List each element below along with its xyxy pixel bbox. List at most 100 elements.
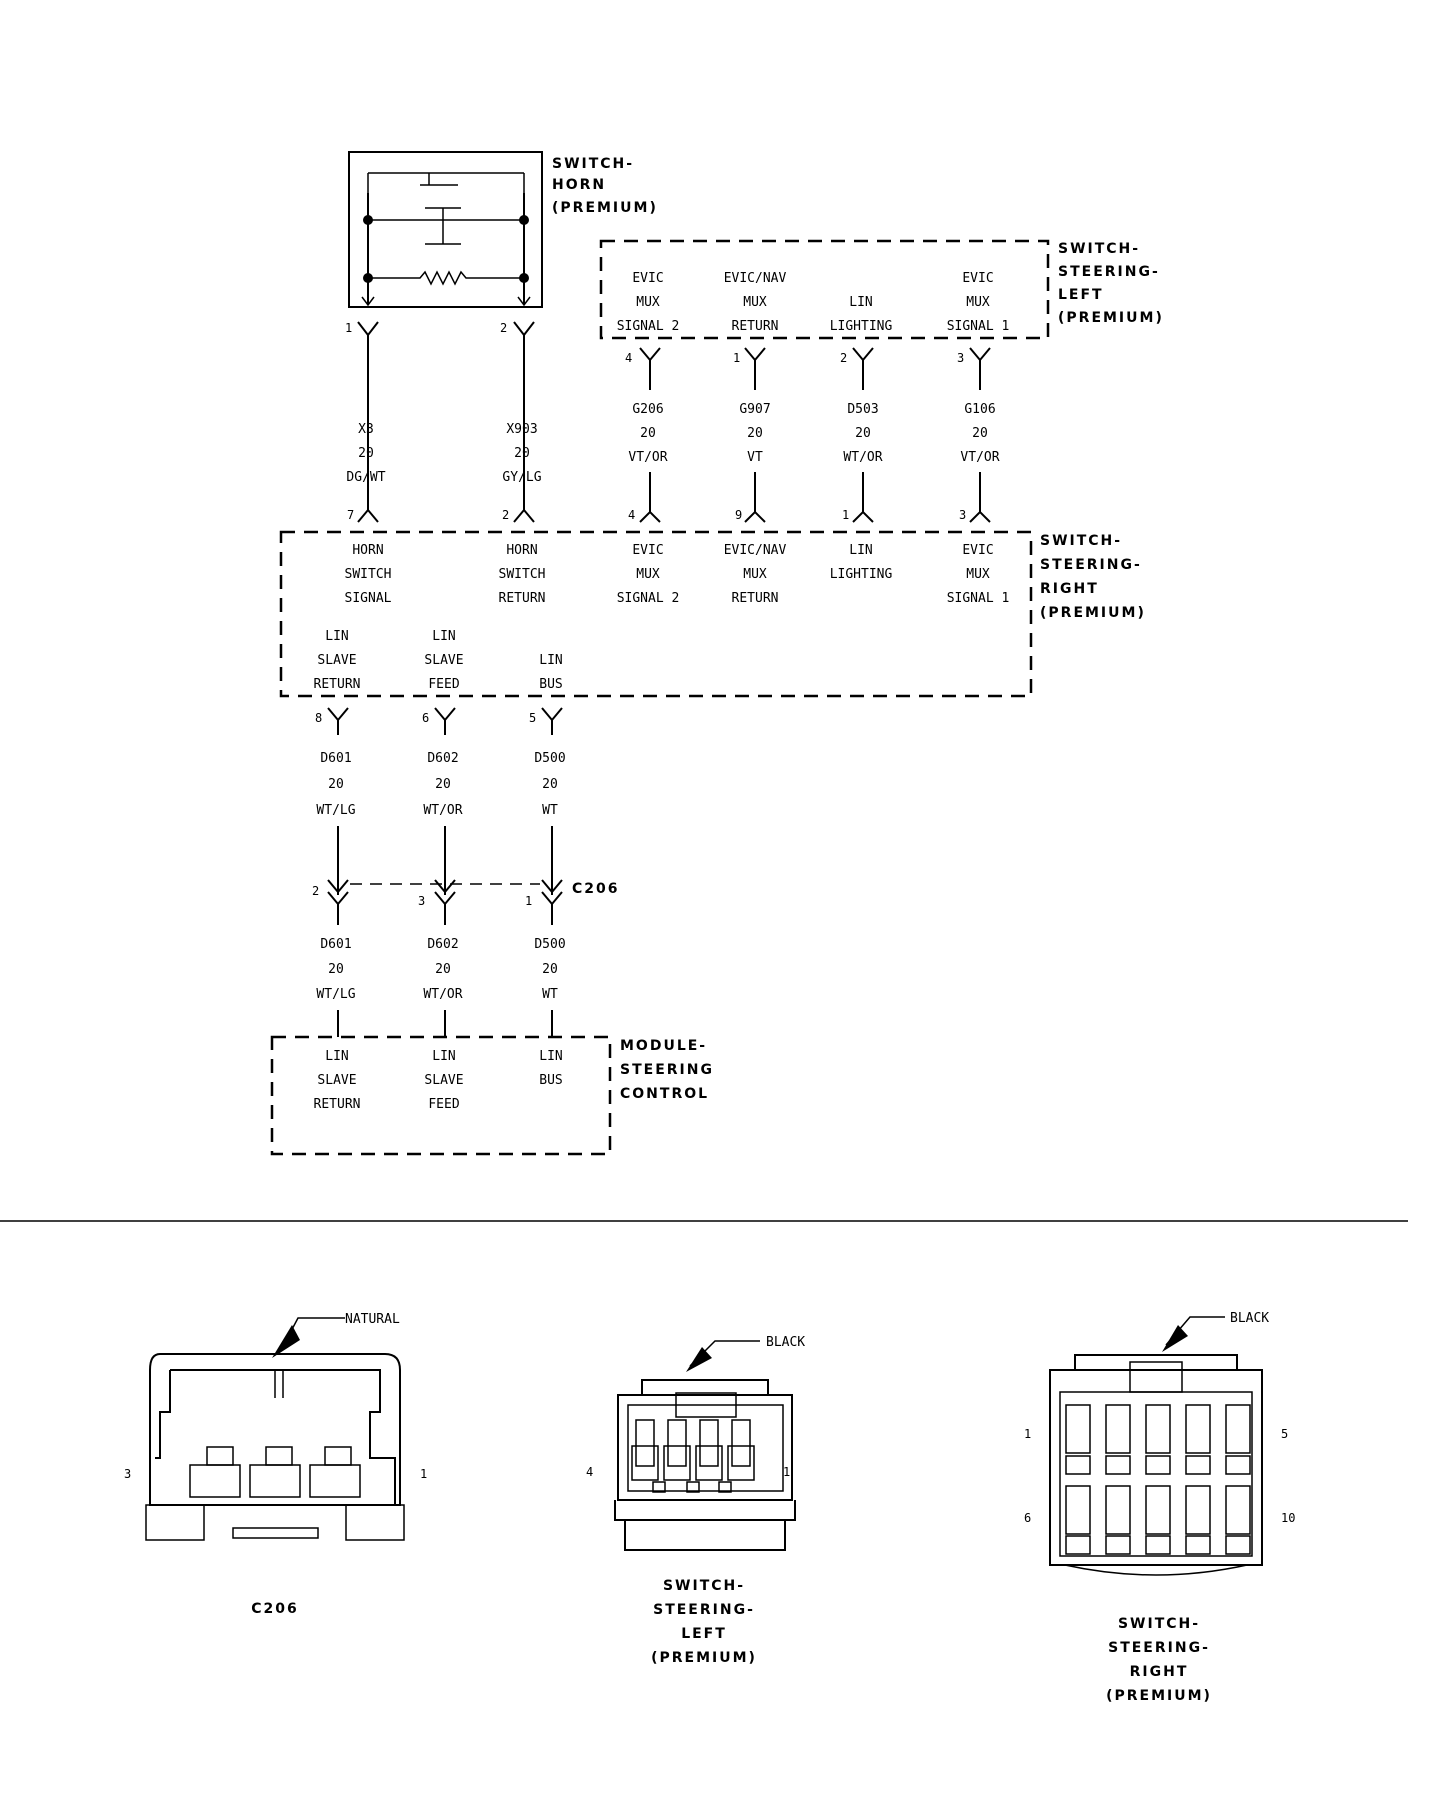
c206-view-pin-left: 3	[124, 1467, 131, 1481]
left-label-1b: MUX	[636, 295, 660, 310]
horn-wires: 1 2 X3 20 DG/WT X903 20 GY/LG	[345, 321, 542, 523]
right-top-3a: EVIC	[632, 543, 663, 558]
right-bot-3b: BUS	[539, 677, 562, 692]
left-label-4a: EVIC	[962, 271, 993, 286]
module-label-1c: RETURN	[314, 1097, 361, 1112]
right-conn-title-3: RIGHT	[1130, 1664, 1189, 1680]
wire-d503-color: WT/OR	[843, 450, 882, 465]
left-switch-name-3: LEFT	[1058, 287, 1104, 303]
left-pin-1: 1	[733, 351, 740, 365]
right-pin-3: 3	[959, 508, 966, 522]
wire-g106-color: VT/OR	[960, 450, 999, 465]
wire-x903-id: X903	[506, 422, 537, 437]
module-name-1: MODULE-	[620, 1038, 707, 1054]
right-top-1c: SIGNAL	[345, 591, 392, 606]
module-name-3: CONTROL	[620, 1086, 709, 1102]
steering-wires: 4 1 2 3 G206 20 VT/OR G907 20 VT D503 20…	[625, 347, 1000, 523]
wire-d500-color-lower: WT	[542, 987, 558, 1002]
c206-pin-1: 1	[525, 894, 532, 908]
left-switch-name-4: (PREMIUM)	[1058, 310, 1164, 326]
c206-label: C206	[572, 881, 620, 897]
right-top-3b: MUX	[636, 567, 660, 582]
wire-g206-gauge: 20	[640, 426, 656, 441]
right-bot-2b: SLAVE	[424, 653, 463, 668]
left-label-1c: SIGNAL 2	[617, 319, 680, 334]
wire-d503-gauge: 20	[855, 426, 871, 441]
right-bot-3a: LIN	[539, 653, 562, 668]
right-pin-2: 2	[502, 508, 509, 522]
left-conn-title-2: STEERING-	[653, 1602, 755, 1618]
right-conn-pin-1: 1	[1024, 1427, 1031, 1441]
right-conn-pin-6: 6	[1024, 1511, 1031, 1525]
wire-d601-id-lower: D601	[320, 937, 351, 952]
horn-switch-name-1: SWITCH-	[552, 156, 634, 172]
module-label-2a: LIN	[432, 1049, 455, 1064]
right-pin-8: 8	[315, 711, 322, 725]
wire-x3-color: DG/WT	[346, 470, 385, 485]
right-top-6a: EVIC	[962, 543, 993, 558]
horn-pin-2: 2	[500, 321, 507, 335]
left-label-2b: MUX	[743, 295, 767, 310]
module-label-3b: BUS	[539, 1073, 562, 1088]
left-label-2a: EVIC/NAV	[724, 271, 787, 286]
right-pin-9: 9	[735, 508, 742, 522]
wire-x3-gauge: 20	[358, 446, 374, 461]
left-label-3c: LIGHTING	[830, 319, 893, 334]
horn-pin-1: 1	[345, 321, 352, 335]
left-pin-4: 4	[625, 351, 632, 365]
c206-connector: 2 3 1 C206 D601 20 WT/LG D602 20 WT/OR D…	[312, 879, 620, 1037]
right-bot-1a: LIN	[325, 629, 348, 644]
right-pin-5: 5	[529, 711, 536, 725]
right-conn-pin-5: 5	[1281, 1427, 1288, 1441]
wire-d601-id: D601	[320, 751, 351, 766]
wire-d601-color-lower: WT/LG	[316, 987, 355, 1002]
wire-x903-gauge: 20	[514, 446, 530, 461]
right-top-6c: SIGNAL 1	[947, 591, 1010, 606]
module-label-1a: LIN	[325, 1049, 348, 1064]
wire-x3-id: X3	[358, 422, 374, 437]
wire-d601-gauge: 20	[328, 777, 344, 792]
horn-switch: SWITCH- HORN (PREMIUM)	[348, 151, 658, 308]
right-conn-title-4: (PREMIUM)	[1106, 1688, 1212, 1704]
c206-view-pin-right: 1	[420, 1467, 427, 1481]
right-switch-name-2: STEERING-	[1040, 557, 1142, 573]
right-top-3c: SIGNAL 2	[617, 591, 680, 606]
right-pin-4: 4	[628, 508, 635, 522]
horn-switch-name-2: HORN	[552, 177, 606, 193]
right-top-5b: LIGHTING	[830, 567, 893, 582]
right-switch-name-3: RIGHT	[1040, 581, 1099, 597]
c206-color: NATURAL	[345, 1312, 400, 1327]
wire-d601-color: WT/LG	[316, 803, 355, 818]
left-label-2c: RETURN	[732, 319, 779, 334]
left-conn-title-4: (PREMIUM)	[651, 1650, 757, 1666]
wire-d602-id-lower: D602	[427, 937, 458, 952]
left-pin-3: 3	[957, 351, 964, 365]
lin-wires-upper: 8 6 5 D601 20 WT/LG D602 20 WT/OR D500 2…	[315, 707, 566, 895]
left-label-4b: MUX	[966, 295, 990, 310]
right-switch-connector-view: BLACK 1 5 6 10 SWITCH- STEERING- RIGHT (…	[1024, 1311, 1295, 1704]
wire-d602-color: WT/OR	[423, 803, 462, 818]
right-top-2a: HORN	[506, 543, 537, 558]
right-steering-switch: SWITCH- STEERING- RIGHT (PREMIUM) 7 2 4 …	[279, 508, 1144, 698]
right-pin-1: 1	[842, 508, 849, 522]
right-top-4a: EVIC/NAV	[724, 543, 787, 558]
wire-g907-color: VT	[747, 450, 763, 465]
right-top-5a: LIN	[849, 543, 872, 558]
horn-switch-name-3: (PREMIUM)	[552, 200, 658, 216]
left-conn-title-3: LEFT	[681, 1626, 727, 1642]
wire-d602-gauge: 20	[435, 777, 451, 792]
right-top-6b: MUX	[966, 567, 990, 582]
left-pin-2: 2	[840, 351, 847, 365]
right-bot-2a: LIN	[432, 629, 455, 644]
left-conn-title-1: SWITCH-	[663, 1578, 745, 1594]
wire-g106-id: G106	[964, 402, 995, 417]
wire-d500-gauge-lower: 20	[542, 962, 558, 977]
right-top-2b: SWITCH	[499, 567, 546, 582]
c206-connector-view: NATURAL 3 1 C206	[124, 1312, 427, 1617]
wire-d602-gauge-lower: 20	[435, 962, 451, 977]
left-conn-pin-right: 1	[783, 1465, 790, 1479]
left-label-3b: LIN	[849, 295, 872, 310]
left-label-1a: EVIC	[632, 271, 663, 286]
right-conn-color: BLACK	[1230, 1311, 1269, 1326]
